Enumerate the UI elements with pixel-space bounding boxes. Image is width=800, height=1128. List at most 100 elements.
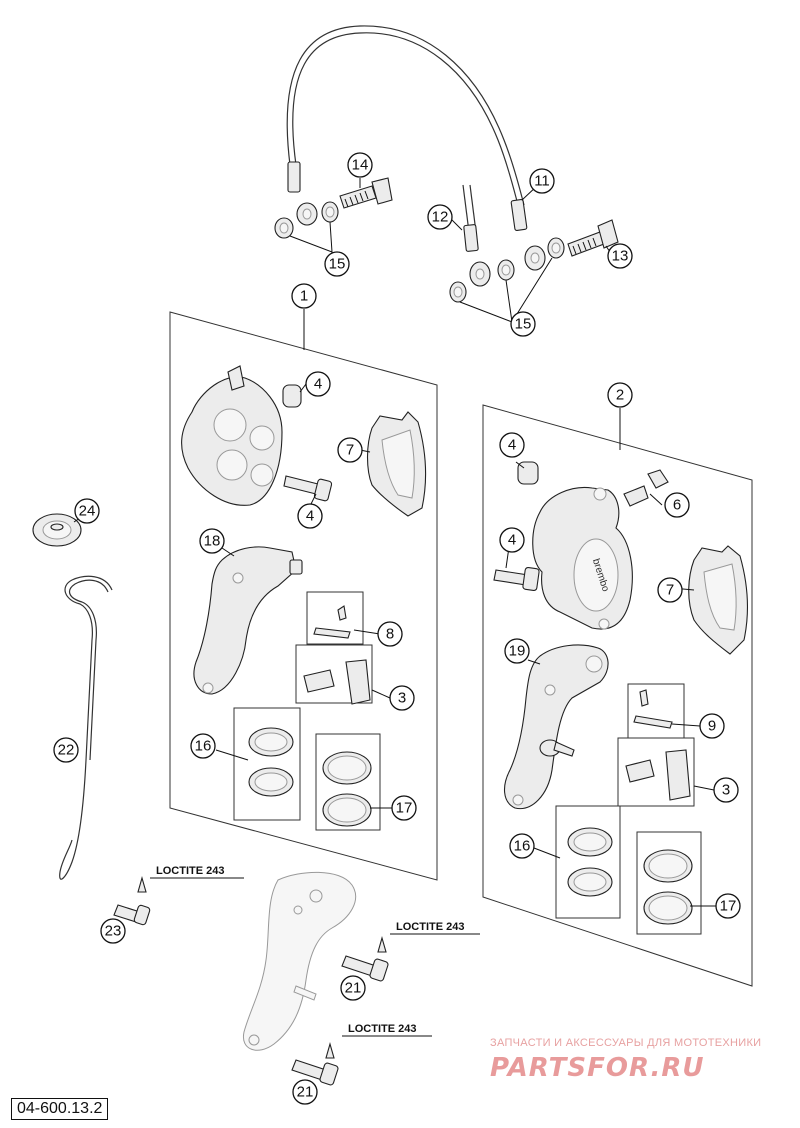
callout-15b: 15 <box>510 311 536 337</box>
banjo-bolt-14 <box>339 177 393 209</box>
callout-11: 11 <box>529 168 555 194</box>
callout-4d: 4 <box>499 527 525 553</box>
callout-23: 23 <box>100 918 126 944</box>
svg-text:11: 11 <box>534 173 550 190</box>
callout-9: 9 <box>699 713 725 739</box>
svg-text:8: 8 <box>386 626 394 643</box>
pistons-16a <box>248 727 294 797</box>
callout-12: 12 <box>427 204 453 230</box>
caliper-support-bracket <box>242 871 357 1051</box>
grommet-24 <box>32 513 82 547</box>
callout-1: 1 <box>291 283 317 309</box>
brake-hose-12 <box>462 184 491 287</box>
svg-text:16: 16 <box>195 738 212 755</box>
caliper-bushing-4a <box>282 384 302 408</box>
caliper-support-19 <box>504 644 609 810</box>
piston-box-16b <box>555 805 621 919</box>
svg-text:22: 22 <box>58 742 75 759</box>
svg-text:15: 15 <box>515 316 532 333</box>
svg-text:15: 15 <box>329 256 346 273</box>
callout-24: 24 <box>74 498 100 524</box>
svg-text:6: 6 <box>673 497 681 514</box>
seal-box-17b <box>636 831 702 935</box>
pistons-16b <box>567 827 613 897</box>
svg-text:14: 14 <box>352 157 369 174</box>
caliper-bolt-4d <box>493 566 540 592</box>
callout-15a: 15 <box>324 251 350 277</box>
watermark-tagline: ЗАПЧАСТИ И АКСЕССУАРЫ ДЛЯ МОТОТЕХНИКИ <box>490 1037 761 1049</box>
bolt-21a <box>341 955 389 982</box>
loctite-note-3: LOCTITE 243 <box>348 1023 416 1035</box>
sealing-washers-15 <box>274 201 565 303</box>
svg-text:4: 4 <box>508 532 516 549</box>
watermark-site: PARTSFOR.RU <box>490 1053 704 1083</box>
diagram-reference-number: 04-600.13.2 <box>11 1098 109 1120</box>
callout-18: 18 <box>199 528 225 554</box>
bolt-23 <box>113 904 151 926</box>
seal-box-17a <box>315 733 381 831</box>
svg-text:1: 1 <box>300 288 308 305</box>
callout-13: 13 <box>607 243 633 269</box>
piston-box-16a <box>233 707 301 821</box>
svg-text:7: 7 <box>346 442 354 459</box>
callout-17a: 17 <box>391 795 417 821</box>
brake-hose-11 <box>286 25 546 271</box>
svg-text:18: 18 <box>204 533 221 550</box>
loctite-drop-3 <box>325 1041 335 1059</box>
loctite-note-1: LOCTITE 243 <box>156 865 224 877</box>
svg-text:4: 4 <box>508 437 516 454</box>
callout-4a: 4 <box>305 371 331 397</box>
seals-17a <box>322 751 372 827</box>
pin-kit-box-8 <box>306 591 364 645</box>
svg-text:2: 2 <box>616 387 624 404</box>
callout-6: 6 <box>664 492 690 518</box>
kit-panel-1 <box>169 311 438 881</box>
pin-kit-box-9 <box>627 683 685 739</box>
callout-7b: 7 <box>657 577 683 603</box>
svg-text:17: 17 <box>396 800 413 817</box>
svg-text:7: 7 <box>666 582 674 599</box>
svg-text:4: 4 <box>314 376 322 393</box>
brake-pads-7b <box>688 545 749 655</box>
svg-text:17: 17 <box>720 898 737 915</box>
svg-text:16: 16 <box>514 838 531 855</box>
callout-21a: 21 <box>340 975 366 1001</box>
callout-7a: 7 <box>337 437 363 463</box>
svg-text:23: 23 <box>105 923 122 940</box>
bleed-screw-6 <box>623 469 669 507</box>
loctite-note-2: LOCTITE 243 <box>396 921 464 933</box>
bolt-21b <box>291 1059 339 1086</box>
svg-text:21: 21 <box>297 1084 314 1101</box>
svg-text:21: 21 <box>345 980 362 997</box>
callout-17b: 17 <box>715 893 741 919</box>
pad-spring-3a <box>303 659 371 705</box>
caliper-support-18 <box>193 546 303 695</box>
banjo-bolt-13 <box>567 219 619 257</box>
pad-spring-3b <box>625 749 691 801</box>
svg-text:13: 13 <box>612 248 629 265</box>
kit-panel-2 <box>482 404 753 987</box>
callout-3a: 3 <box>389 685 415 711</box>
spring-kit-box-3a <box>295 644 373 704</box>
svg-text:3: 3 <box>398 690 406 707</box>
svg-text:3: 3 <box>722 782 730 799</box>
loctite-drop-1 <box>137 875 147 893</box>
svg-text:4: 4 <box>306 508 314 525</box>
svg-text:9: 9 <box>708 718 716 735</box>
loctite-drop-2 <box>377 935 387 953</box>
caliper-bolt-4b <box>283 475 333 502</box>
callout-4c: 4 <box>499 432 525 458</box>
callout-3b: 3 <box>713 777 739 803</box>
brake-caliper-2: brembo <box>532 486 633 630</box>
callout-16b: 16 <box>509 833 535 859</box>
callout-8: 8 <box>377 621 403 647</box>
svg-text:19: 19 <box>509 643 526 660</box>
svg-text:24: 24 <box>79 503 96 520</box>
callout-16a: 16 <box>190 733 216 759</box>
brake-pads-7a <box>366 411 427 517</box>
callout-14: 14 <box>347 152 373 178</box>
callout-2: 2 <box>607 382 633 408</box>
hose-clip-22 <box>59 575 113 880</box>
spring-kit-box-3b <box>617 737 695 807</box>
